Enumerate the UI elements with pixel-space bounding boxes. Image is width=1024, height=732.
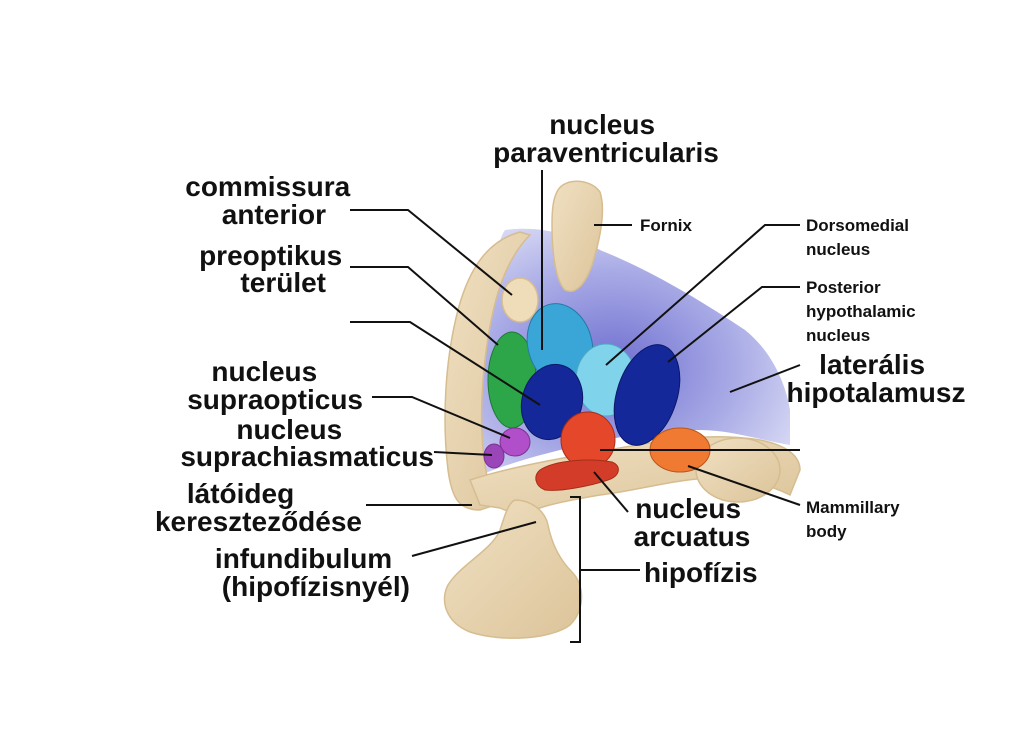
label-nucleus-supraopticus: nucleus supraopticus [187,356,363,415]
label-nucleus-arcuatus: nucleus arcuatus [634,493,751,552]
label-preoptikus-terulet: preoptikus terület [199,240,350,298]
label-latoideg: látóideg kereszteződése [155,478,362,537]
leader-commissura [350,209,513,296]
label-fornix: Fornix [640,216,692,235]
leader-dorsomedial [605,224,800,366]
posterior-hypothalamic-shape [613,344,681,446]
leader-arcuatus [593,471,629,513]
fornix-column [551,180,604,292]
suprachiasmatic-nucleus-shape [483,443,505,469]
label-mammillary-body: Mammillary body [806,498,904,541]
label-lateralis-hipotalamusz: laterális hipotalamusz [787,349,966,408]
labels: nucleus paraventricularis commissura ant… [155,109,965,602]
label-posterior-hypothalamic-nucleus: Posterior hypothalamic nucleus [806,278,920,345]
label-dorsomedial-nucleus: Dorsomedial nucleus [806,216,914,259]
leader-supraopticus [372,396,511,439]
label-nucleus-paraventricularis: nucleus paraventricularis [493,109,719,168]
leader-suprachiasmaticus [433,451,493,456]
pituitary-gland [443,499,583,639]
leader-lines [350,170,801,643]
label-hipofizis: hipofízis [644,557,758,588]
label-commissura-anterior: commissura anterior [185,171,358,230]
leader-infundibulum [411,521,537,557]
supraoptic-nucleus-shape [499,427,531,457]
label-infundibulum: infundibulum (hipofízisnyél) [215,543,410,602]
leader-lateralis [729,364,801,393]
arcuate-nucleus-shape [535,459,619,491]
leader-unlabeled-dark [350,321,541,406]
anatomy [443,180,801,639]
leader-preoptic [350,266,499,346]
anterior-commissure-shape [501,277,539,323]
lamina-terminalis [444,231,532,511]
label-nucleus-suprachiasmaticus: nucleus suprachiasmaticus [180,414,434,472]
mammillary-tissue [695,437,781,503]
leader-mammillary [687,465,801,506]
leader-posterior [667,286,800,363]
